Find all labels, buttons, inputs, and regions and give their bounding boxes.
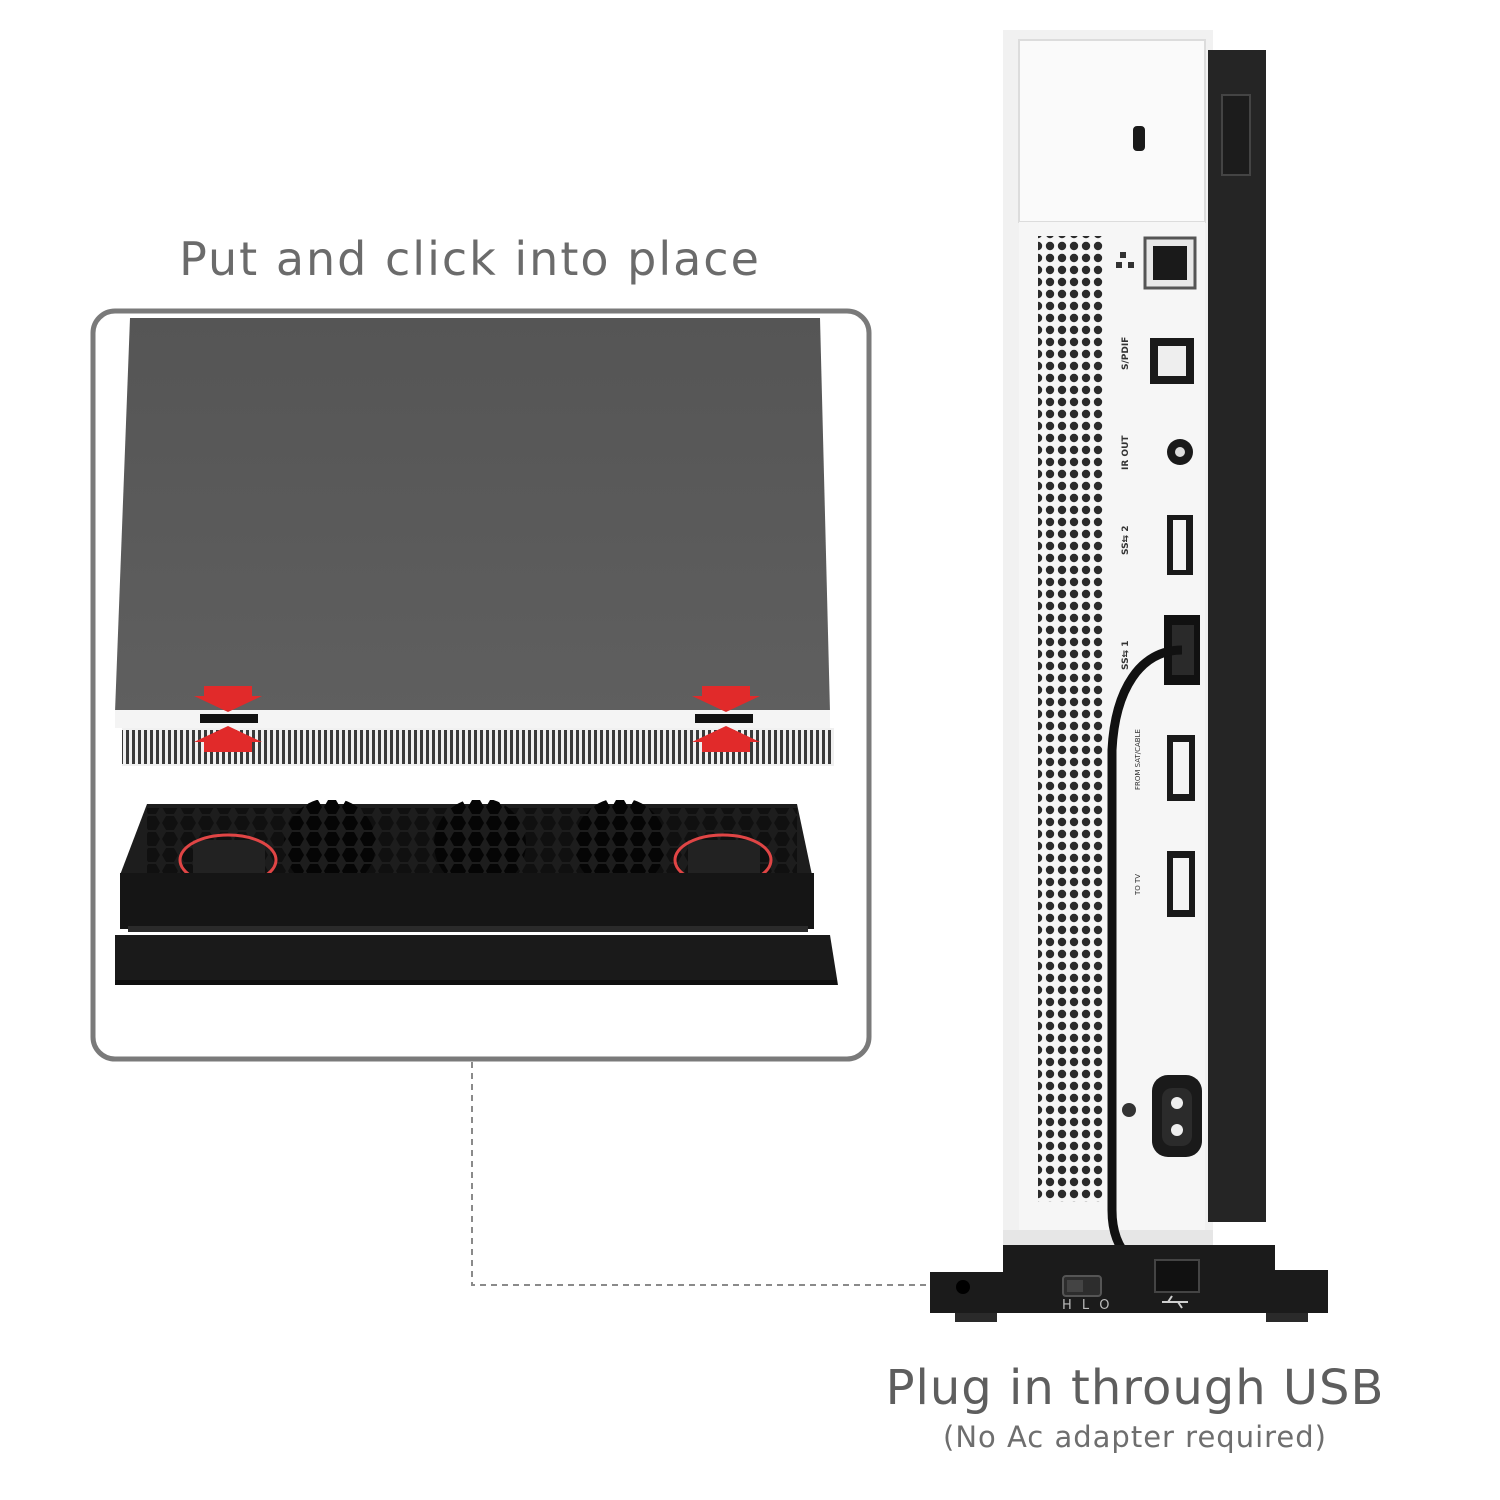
- vertical-stand-base: H L O: [930, 1245, 1328, 1322]
- cooling-stand-top: [115, 798, 838, 985]
- switch-label: H L O: [1062, 1298, 1113, 1313]
- label-spdif: S/PDIF: [1121, 337, 1131, 370]
- connector-line: [471, 1062, 955, 1286]
- click-arrow-icons: [194, 686, 760, 752]
- usb-symbol-icon: [1162, 1295, 1188, 1309]
- vertical-console: [1003, 30, 1266, 1280]
- label-hdmi-out: TO TV: [1134, 874, 1142, 896]
- xbox-logo-icon: [1122, 1103, 1136, 1117]
- lock-slot-icon: [1133, 126, 1145, 151]
- label-ir-out: IR OUT: [1121, 435, 1131, 470]
- label-hdmi-in: FROM SAT/CABLE: [1134, 729, 1142, 790]
- usb-subcaption: (No Ac adapter required): [943, 1420, 1327, 1454]
- ethernet-icon: [1116, 252, 1134, 268]
- label-usb1: SS⇆ 1: [1121, 641, 1131, 671]
- label-usb2: SS⇆ 2: [1121, 526, 1131, 556]
- assembly-caption: Put and click into place: [179, 232, 761, 286]
- usb-caption: Plug in through USB: [885, 1360, 1385, 1416]
